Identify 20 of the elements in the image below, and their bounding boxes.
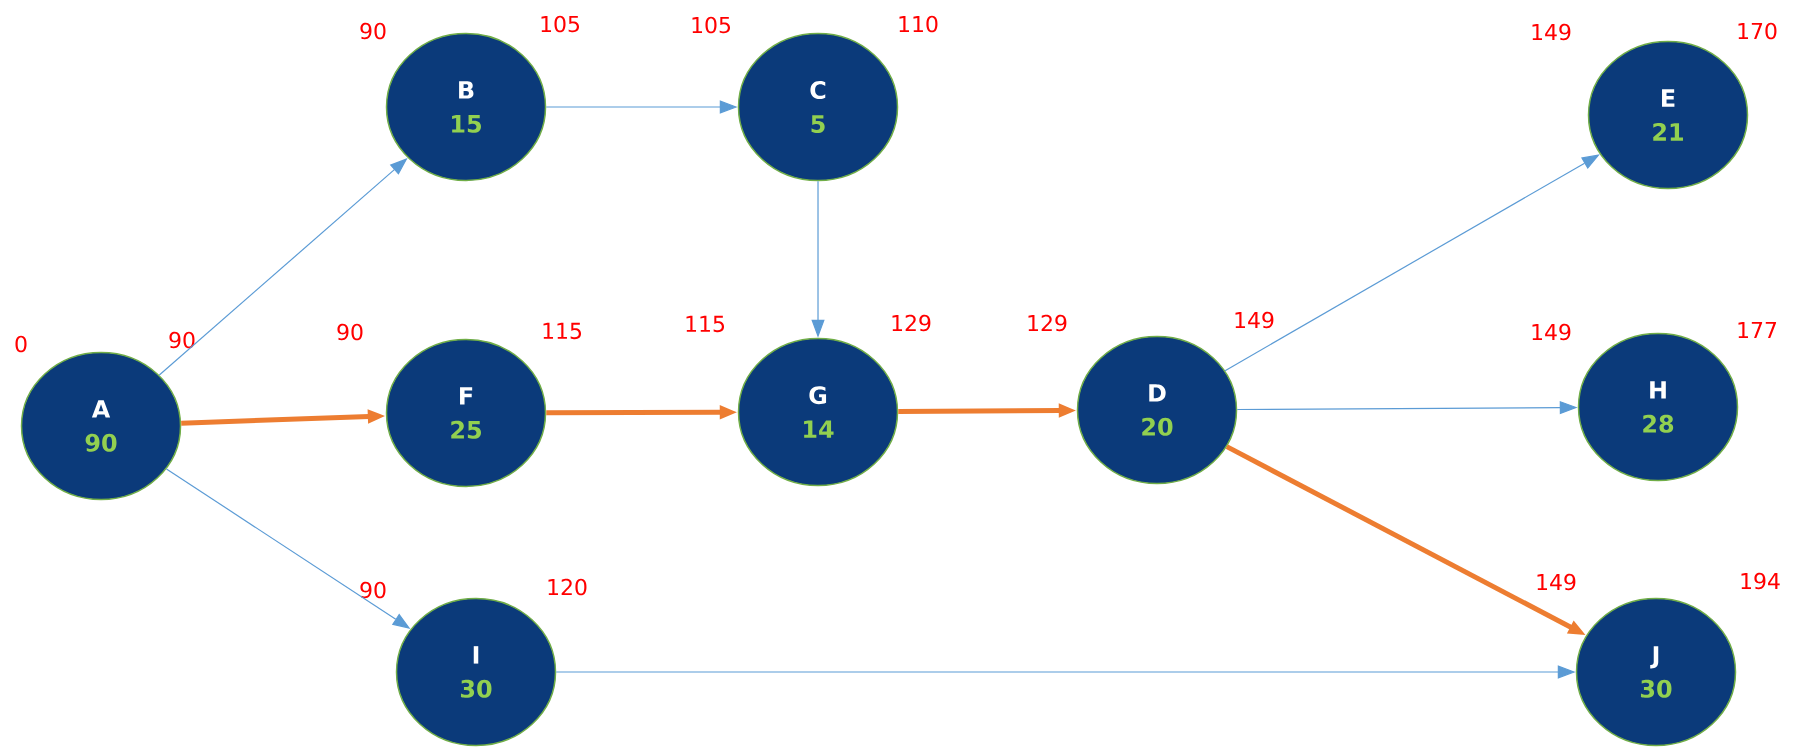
time-label: 170: [1738, 22, 1777, 40]
time-label: 194: [1741, 572, 1780, 590]
time-label: 90: [360, 581, 386, 599]
time-label: 149: [1537, 573, 1576, 591]
time-label: 110: [899, 15, 938, 33]
time-label: 90: [360, 22, 386, 40]
time-label: 115: [543, 322, 581, 340]
time-label: 149: [1532, 323, 1571, 341]
time-label: 105: [692, 16, 730, 34]
time-label: 90: [337, 323, 363, 341]
time-label: 105: [541, 15, 579, 33]
time-label: 120: [548, 578, 587, 596]
time-label: 149: [1235, 311, 1274, 329]
time-label: 177: [1738, 322, 1777, 338]
time-label: 129: [892, 314, 931, 332]
time-label: 115: [686, 315, 724, 333]
time-label: 90: [169, 331, 195, 349]
time-label: 149: [1532, 23, 1571, 41]
time-label: 0: [15, 335, 27, 353]
time-label: 129: [1028, 314, 1067, 332]
